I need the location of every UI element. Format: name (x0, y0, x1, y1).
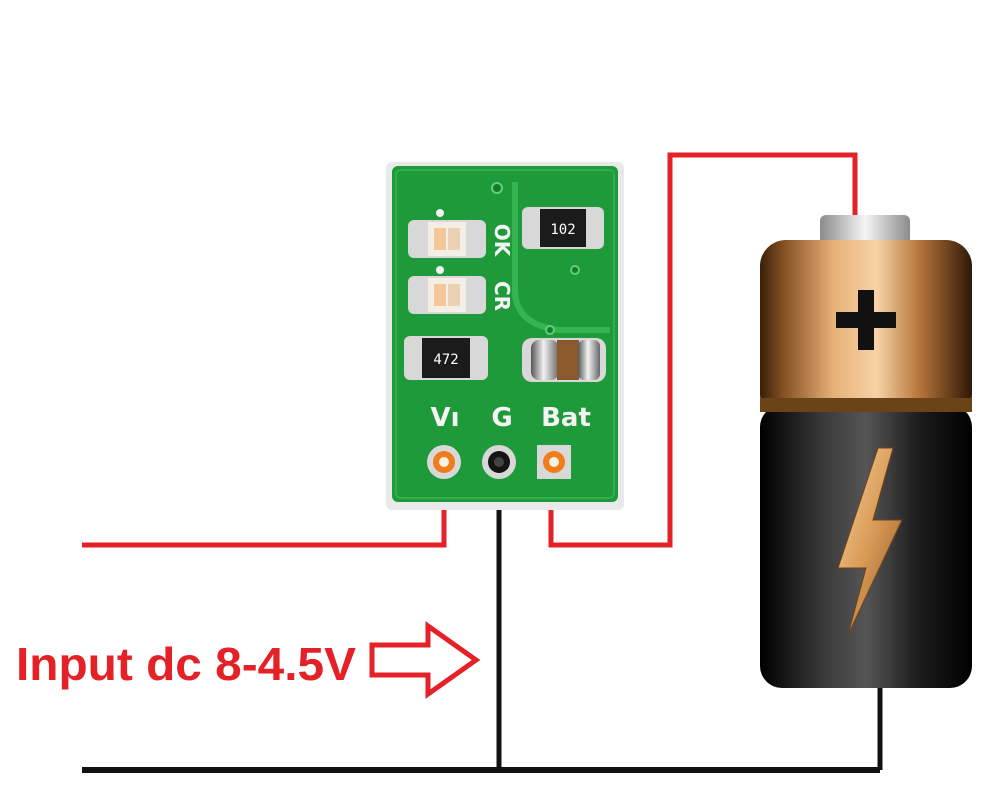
pin-label-bat: Bat (541, 403, 591, 433)
battery-terminal (820, 215, 910, 245)
resistor-472: 472 (404, 336, 488, 380)
led-label-ok: OK (490, 224, 514, 258)
pin-g[interactable] (482, 445, 516, 479)
led-ok (408, 209, 486, 258)
arrow-right-icon (369, 621, 481, 699)
via (570, 265, 580, 275)
pin-bat[interactable] (537, 445, 571, 479)
led-cr (408, 266, 486, 314)
resistor-102: 102 (522, 207, 604, 249)
input-caption: Input dc 8-4.5V (16, 638, 356, 690)
resistor-top-code: 102 (550, 222, 575, 238)
pin-label-vi: Vı (430, 403, 459, 433)
led-label-cr: CR (490, 281, 514, 311)
pcb-border (395, 169, 615, 499)
resistor-bottom-code: 472 (433, 352, 458, 368)
lightning-bolt-icon (837, 447, 903, 636)
charger-module: OK CR 102 472 Vı G Bat (386, 162, 624, 510)
copper-trace (512, 182, 610, 333)
pin-label-g: G (491, 403, 512, 433)
capacitor (522, 338, 606, 382)
via (545, 325, 555, 335)
battery: + (760, 215, 972, 688)
plus-sign-icon (836, 290, 896, 350)
battery-band (760, 398, 972, 412)
battery-positive-wire (548, 152, 858, 548)
via (491, 182, 503, 194)
pin-vi[interactable] (427, 445, 461, 479)
